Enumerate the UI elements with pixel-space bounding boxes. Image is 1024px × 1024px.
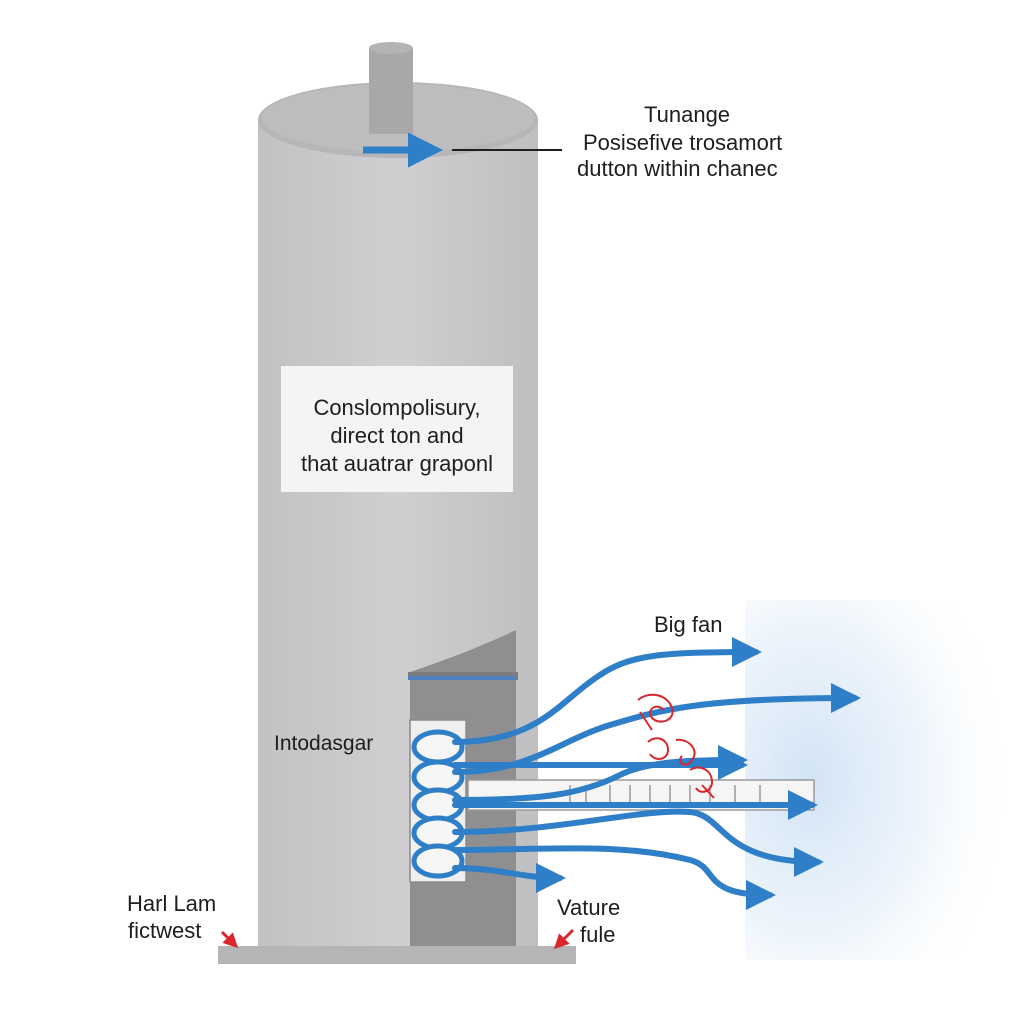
base-left-label-line2: fictwest: [128, 918, 202, 943]
intake-label: Intodasgar: [274, 732, 374, 755]
base-left-label-line1: Harl Lam: [127, 891, 217, 916]
panel-label-line3: that auatrar graponl: [300, 451, 494, 476]
top-right-label-line2: Posisefive trosamort: [583, 130, 783, 155]
swirl-icon: [647, 737, 696, 766]
base-plate: [218, 946, 576, 964]
flow-arrow-1: [452, 637, 762, 745]
turbulence-swirls: [637, 693, 715, 799]
flow-arrow-4: [452, 745, 748, 803]
red-arrow-icon: [553, 928, 575, 950]
top-right-label-line1: Tunange: [644, 102, 731, 127]
flow-arrow-8: [452, 862, 566, 893]
panel-label-line2: direct ton and: [330, 423, 464, 448]
base-right-label-line1: Vature: [557, 895, 621, 920]
top-right-label-line3: dutton within chanec: [577, 156, 778, 181]
panel-label-line1: Conslompolisury,: [313, 395, 481, 420]
heat-exchanger-coils: [409, 719, 467, 883]
swirl-icon: [689, 766, 715, 799]
tank-label-panel: [281, 366, 513, 492]
swirl-icon: [637, 693, 674, 731]
big-fan-label: Big fan: [654, 612, 723, 637]
flue-pipe: [369, 42, 413, 134]
flow-arrow-7: [452, 845, 776, 910]
flow-arrow-6: [452, 808, 824, 877]
red-arrow-icon: [220, 930, 239, 949]
base-right-label-line2: fule: [580, 922, 616, 947]
